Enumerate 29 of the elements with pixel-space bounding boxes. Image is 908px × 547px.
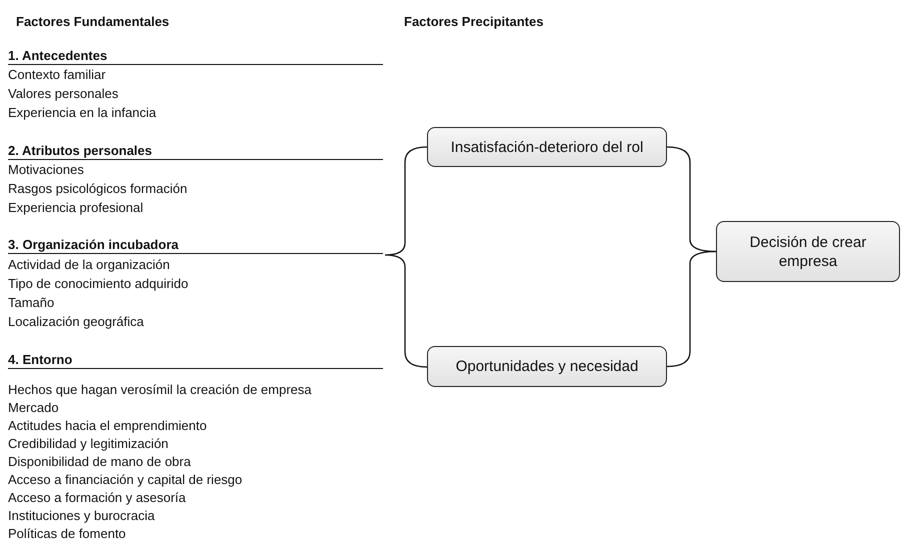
- column-heading: Factores Precipitantes: [404, 14, 544, 30]
- list-item: Disponibilidad de mano de obra: [8, 454, 191, 470]
- list-item: Credibilidad y legitimización: [8, 436, 168, 452]
- list-item: Acceso a financiación y capital de riesgo: [8, 472, 242, 488]
- list-item: Localización geográfica: [8, 314, 144, 330]
- list-item: Contexto familiar: [8, 67, 106, 83]
- bracket-connector: [666, 250, 716, 368]
- list-item: Tipo de conocimiento adquirido: [8, 276, 188, 292]
- rounded-box: Insatisfación-deterioro del rol: [427, 127, 667, 167]
- column-heading: Factores Fundamentales: [16, 14, 170, 30]
- list-item: Acceso a formación y asesoría: [8, 490, 186, 506]
- list-item: Motivaciones: [8, 162, 84, 178]
- section-heading: 1. Antecedentes: [8, 48, 383, 65]
- rounded-box: Decisión de crear empresa: [716, 221, 900, 282]
- list-item: Actitudes hacia el emprendimiento: [8, 418, 207, 434]
- list-item: Valores personales: [8, 86, 118, 102]
- list-item: Mercado: [8, 400, 59, 416]
- list-item: Experiencia profesional: [8, 200, 144, 216]
- section-heading: 3. Organización incubadora: [8, 237, 383, 254]
- section-heading: 4. Entorno: [8, 352, 383, 369]
- list-item: Políticas de fomento: [8, 526, 126, 542]
- list-item: Actividad de la organización: [8, 257, 170, 273]
- list-item: Rasgos psicológicos formación: [8, 181, 188, 197]
- list-item: Tamaño: [8, 295, 54, 311]
- list-item: Hechos que hagan verosímil la creación de empresa: [8, 382, 312, 398]
- section-heading: 2. Atributos personales: [8, 143, 383, 160]
- list-item: Experiencia en la infancia: [8, 105, 156, 121]
- list-item: Instituciones y burocracia: [8, 508, 155, 524]
- rounded-box: Oportunidades y necesidad: [427, 346, 667, 387]
